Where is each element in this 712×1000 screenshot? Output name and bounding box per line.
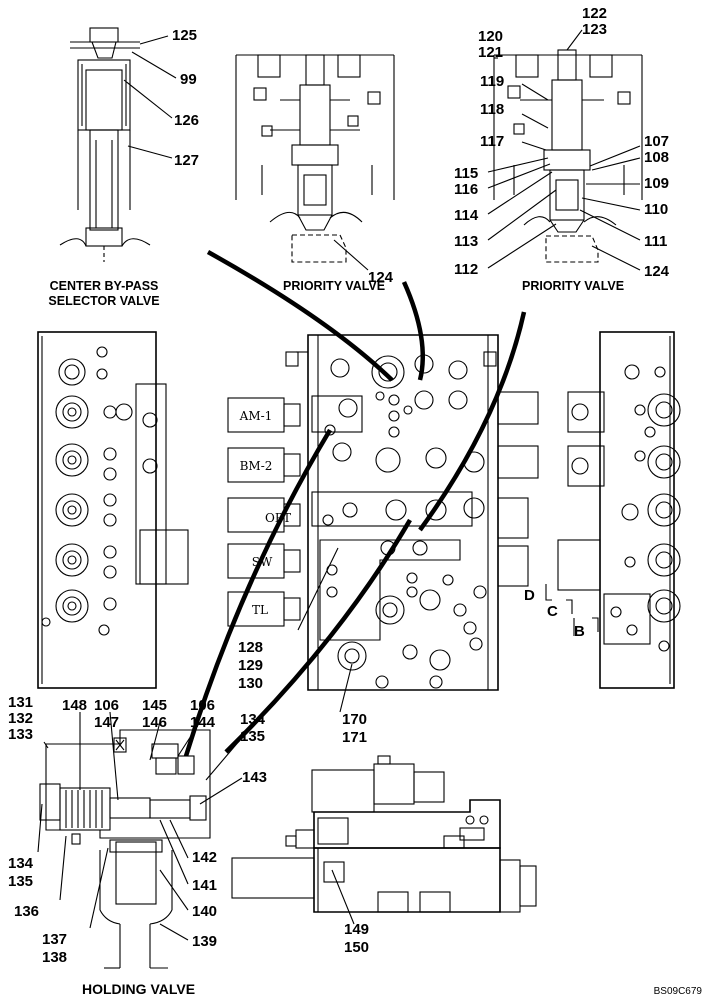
solenoid-label-bm2: BM-2 [240,459,273,473]
part-number-135-top: 135 [240,728,265,745]
part-number-170: 170 [342,711,367,728]
part-number-110: 110 [644,201,668,218]
part-number-150: 150 [344,939,369,956]
part-number-132: 132 [8,710,33,727]
part-number-116: 116 [454,181,478,198]
part-number-148: 148 [62,697,87,714]
view-marker-b: B [574,623,585,640]
control-valve-left-side-view [37,331,189,689]
center-bypass-valve-drawing [59,27,177,262]
part-number-119: 119 [480,73,504,90]
part-number-125: 125 [172,27,197,44]
callout-curves [183,250,527,757]
part-number-124-left: 124 [368,269,394,286]
caption-priority-valve-right: PRIORITY VALVE [522,279,624,293]
part-number-133: 133 [8,726,33,743]
part-number-109: 109 [644,175,669,192]
part-number-118: 118 [480,101,504,118]
control-valve-front-view [227,334,539,691]
part-number-128: 128 [238,639,263,656]
part-number-136: 136 [14,903,39,920]
view-marker-c: C [547,603,558,620]
control-valve-bottom-view [231,755,537,925]
part-number-112: 112 [454,261,478,278]
caption-center-bypass-line2: SELECTOR VALVE [48,294,159,308]
part-number-115: 115 [454,165,478,182]
part-number-123: 123 [582,21,607,38]
part-number-114: 114 [454,207,479,224]
part-number-106-right: 106 [190,697,215,714]
part-number-121: 121 [478,44,503,61]
part-number-124-right: 124 [644,263,670,280]
part-number-141: 141 [192,877,217,894]
part-number-127: 127 [174,152,199,169]
priority-valve-left-drawing [235,54,395,271]
part-number-144: 144 [190,714,216,731]
part-number-107: 107 [644,133,669,150]
part-number-134-bottom: 134 [8,855,34,872]
caption-priority-valve-left: PRIORITY VALVE [283,279,385,293]
drawing-reference-code: BS09C679 [654,986,703,997]
solenoid-label-am1: AM-1 [239,409,273,423]
priority-valve-right-drawing [487,29,643,271]
part-number-139: 139 [192,933,217,950]
part-number-171: 171 [342,729,367,746]
part-number-147: 147 [94,714,119,731]
part-number-142: 142 [192,849,217,866]
part-number-122: 122 [582,5,607,22]
caption-center-bypass-line1: CENTER BY-PASS [50,279,159,293]
part-number-108: 108 [644,149,669,166]
part-number-120: 120 [478,28,503,45]
part-number-143: 143 [242,769,267,786]
view-markers [545,584,599,636]
caption-holding-valve: HOLDING VALVE [82,981,195,997]
part-number-145: 145 [142,697,167,714]
part-number-113: 113 [454,233,478,250]
part-number-138: 138 [42,949,67,966]
part-number-117: 117 [480,133,504,150]
part-number-137: 137 [42,931,67,948]
control-valve-right-side-view [557,331,681,689]
part-number-126: 126 [174,112,199,129]
view-marker-d: D [524,587,535,604]
solenoid-label-group: AM-1 BM-2 OPT SW TL [239,409,291,617]
part-number-130: 130 [238,675,263,692]
part-number-99: 99 [180,71,197,88]
part-number-111: 111 [644,233,667,250]
part-number-135-bottom: 135 [8,873,33,890]
holding-valve-drawing [37,711,243,969]
solenoid-label-tl: TL [252,603,268,617]
part-number-140: 140 [192,903,217,920]
part-number-146: 146 [142,714,167,731]
part-number-149: 149 [344,921,369,938]
part-number-129: 129 [238,657,263,674]
part-number-131: 131 [8,694,33,711]
part-number-106-left: 106 [94,697,119,714]
part-number-134-top: 134 [240,711,266,728]
